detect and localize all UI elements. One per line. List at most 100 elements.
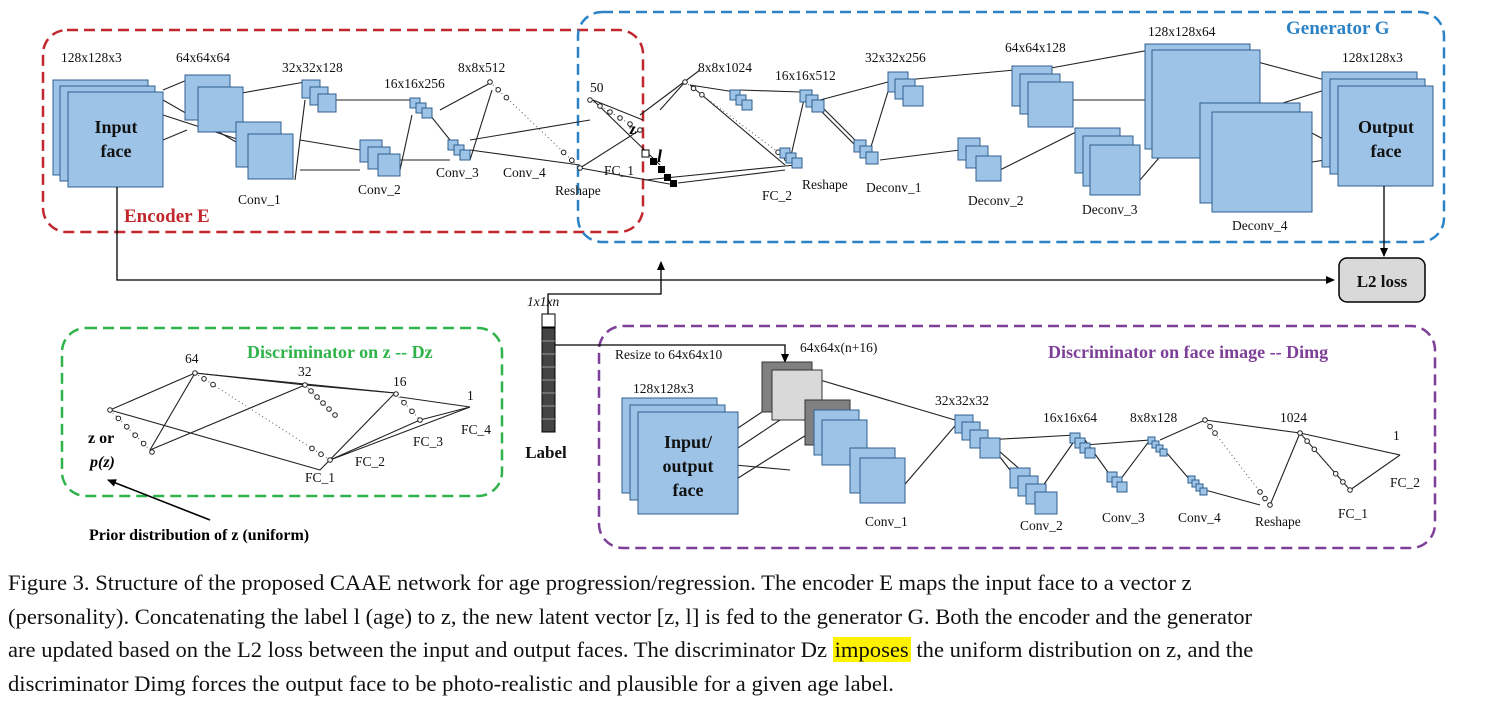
disc-input-block: [621, 397, 739, 515]
dz-layer-fc1: FC_1: [305, 470, 335, 485]
dz-input-1: z or: [88, 430, 114, 447]
enc-dim-5: 8x8x512: [458, 60, 505, 75]
disc-dim-2: 16x16x64: [1043, 410, 1097, 425]
neuron-node: [326, 406, 332, 412]
label-name: Label: [525, 443, 567, 462]
neuron-node: [560, 149, 567, 156]
neuron-node: [1297, 430, 1303, 436]
highlighted-word: imposes: [832, 637, 911, 662]
disc-input-label-1: Input/: [664, 432, 713, 452]
neuron-node: [1311, 446, 1318, 453]
conv3-block: [409, 97, 471, 161]
label-arrows: [547, 261, 789, 363]
caption-line-3: are updated based on the L2 loss between…: [8, 633, 1486, 667]
neuron-node: [132, 432, 138, 439]
gen-layer-reshape: Reshape: [802, 177, 848, 192]
latent-vector: [641, 149, 677, 187]
neuron-column-guide: [194, 372, 331, 461]
disc-layer-conv2: Conv_2: [1020, 518, 1063, 533]
latent-l: l: [657, 146, 662, 166]
disc-input-label-2: output: [662, 456, 713, 476]
latent-z: z: [629, 121, 636, 138]
neuron-node: [627, 121, 633, 127]
enc-dim-1: 128x128x3: [61, 50, 122, 65]
concat-dim: 64x64x(n+16): [800, 340, 877, 355]
enc-dim-2: 64x64x64: [176, 50, 230, 65]
gen-dim-2: 16x16x512: [775, 68, 836, 83]
neuron-node: [149, 449, 155, 455]
enc-layer-conv3: Conv_3: [436, 165, 479, 180]
neuron-node: [210, 381, 216, 388]
dz-node-32: 32: [298, 364, 312, 379]
gen-layer-deconv4: Deconv_4: [1232, 218, 1288, 233]
neuron-node: [124, 424, 130, 430]
label-dim: 1x1xn: [527, 294, 559, 309]
caption-line-2: (personality). Concatenating the label l…: [8, 603, 1253, 629]
deconv1-block: [799, 89, 879, 165]
disc-img-frame: [597, 324, 1437, 550]
enc-dim-4: 16x16x256: [384, 76, 445, 91]
label-vector: [541, 313, 556, 433]
generator-title: Generator G: [1286, 18, 1390, 39]
disc-img-title: Discriminator on face image -- Dimg: [1048, 342, 1328, 362]
neuron-node: [1212, 430, 1218, 436]
neuron-node: [327, 457, 333, 463]
disc-conv3-block: [1069, 432, 1128, 493]
disc-dim-4: 1024: [1280, 410, 1307, 425]
dz-node-64: 64: [185, 351, 199, 366]
neuron-node: [495, 87, 502, 93]
neuron-node: [617, 115, 623, 121]
output-face-label-2: face: [1371, 141, 1402, 161]
figure-caption: Figure 3. Structure of the proposed CAAE…: [8, 566, 1486, 700]
neuron-node: [140, 440, 147, 447]
output-face-label-1: Output: [1358, 117, 1414, 137]
gen-dim-4: 64x64x128: [1005, 40, 1066, 55]
neuron-node: [308, 388, 314, 394]
concat-block: [761, 361, 906, 504]
neuron-node: [569, 157, 575, 163]
disc-layer-conv1: Conv_1: [865, 514, 908, 529]
enc-dim-3: 32x32x128: [282, 60, 343, 75]
dz-node-1: 1: [467, 388, 474, 403]
encoder-title: Encoder E: [124, 206, 210, 227]
caption-line-3a: are updated based on the L2 loss between…: [8, 637, 827, 662]
neuron-node: [682, 79, 688, 85]
neuron-node: [1267, 502, 1273, 508]
neuron-node: [1347, 487, 1353, 493]
neuron-node: [597, 103, 603, 109]
input-face-label-1: Input: [94, 117, 137, 137]
disc-conv2-block: [954, 414, 1058, 515]
connection-lines: [109, 49, 1401, 506]
disc-z-frame: [60, 326, 504, 498]
neuron-node: [318, 451, 324, 458]
neuron-node: [201, 376, 207, 382]
dz-input-2: p(z): [88, 454, 115, 471]
deconv4-block: [1144, 43, 1313, 213]
generator-frame: [576, 10, 1446, 244]
caption-line-4: discriminator Dimg forces the output fac…: [8, 670, 894, 696]
gen-layer-fc2: FC_2: [762, 188, 792, 203]
neuron-node: [314, 394, 320, 400]
disc-dim-5: 1: [1393, 428, 1400, 443]
conv2-block: [301, 79, 401, 177]
enc-layer-conv4: Conv_4: [503, 165, 546, 180]
neuron-node: [699, 92, 705, 98]
neuron-node: [690, 85, 697, 92]
caption-line-3b: the uniform distribution on z, and the: [916, 637, 1254, 662]
disc-z-title: Discriminator on z -- Dz: [247, 342, 433, 362]
prior-arrow: [107, 479, 211, 521]
prior-note: Prior distribution of z (uniform): [89, 527, 309, 544]
enc-layer-reshape: Reshape: [555, 183, 601, 198]
encoder-frame: [41, 28, 645, 234]
neuron-node: [332, 412, 338, 418]
neuron-node: [1304, 438, 1310, 444]
caption-line-1: Figure 3. Structure of the proposed CAAE…: [8, 570, 1192, 595]
neuron-columns: [107, 79, 1353, 508]
disc-layer-fc1: FC_1: [1338, 506, 1368, 521]
resize-text: Resize to 64x64x10: [615, 347, 722, 362]
neuron-node: [607, 109, 613, 115]
disc-input-dim: 128x128x3: [633, 381, 694, 396]
neuron-node: [487, 79, 493, 85]
neuron-node: [577, 165, 583, 171]
gen-dim-1: 8x8x1024: [698, 60, 752, 75]
